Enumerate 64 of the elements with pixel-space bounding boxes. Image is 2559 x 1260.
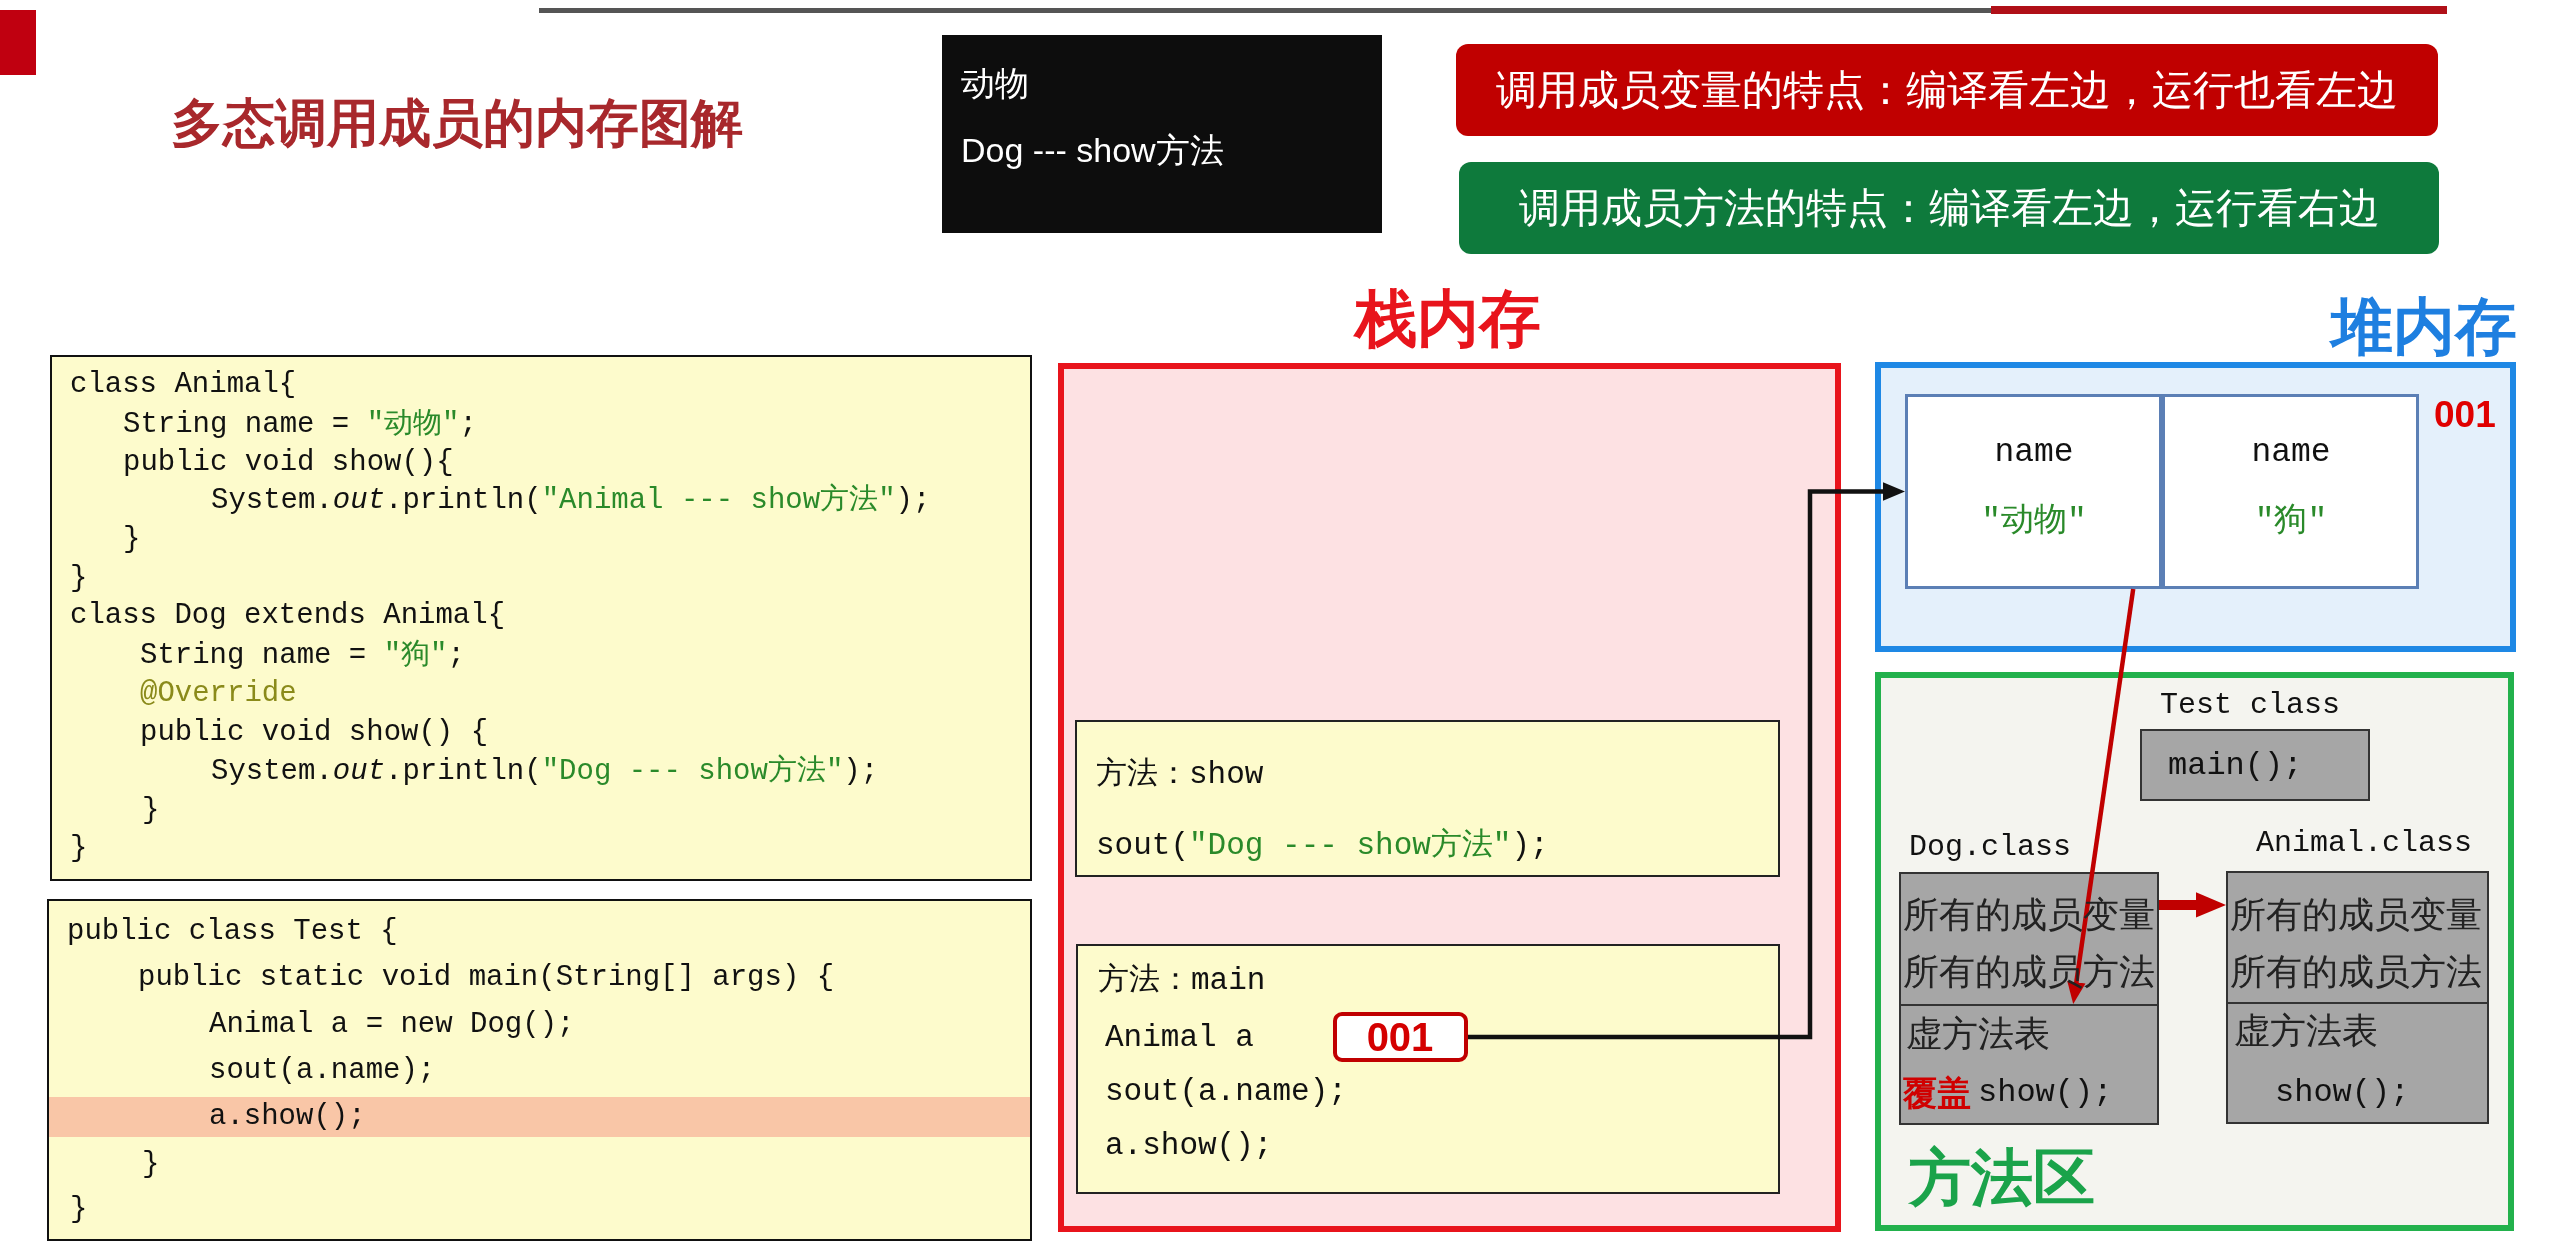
override-label: 覆盖 (1903, 1072, 1971, 1114)
banner-text: 调用成员方法的特点：编译看左边，运行看右边 (1518, 183, 2380, 233)
region-heading: 栈内存 (1355, 283, 1541, 355)
member-text: 所有的成员变量 (2230, 892, 2482, 937)
class-name: Dog.class (1909, 829, 2072, 866)
region-heading: 方法区 (1909, 1142, 2095, 1214)
code-line: Animal a = new Dog(); (209, 1007, 575, 1043)
code-line: } (70, 1192, 88, 1228)
field-value: "狗" (2254, 501, 2328, 542)
code-line: sout(a.name); (209, 1053, 436, 1089)
address-text: 001 (1366, 1014, 1434, 1061)
field-name: name (1994, 432, 2074, 473)
reference-box (1333, 1012, 1468, 1062)
code-line: System.out.println("Dog --- show方法"); (211, 754, 879, 790)
code-panel (50, 355, 1032, 881)
code-line: public static void main(String[] args) { (138, 960, 835, 996)
frame-heading: 方法：main (1098, 961, 1266, 1000)
field-cell (2162, 394, 2419, 589)
code-line: } (142, 1147, 160, 1183)
code-line: sout("Dog --- show方法"); (1096, 826, 1549, 865)
code-line: System.out.println("Animal --- show方法"); (211, 483, 931, 519)
code-line: Animal a (1105, 1018, 1254, 1057)
console-output-box (942, 35, 1382, 233)
code-line: } (70, 561, 88, 597)
code-panel (47, 899, 1032, 1241)
method-name: main(); (2168, 746, 2303, 786)
code-line: } (123, 522, 141, 558)
title: 多态调用成员的内存图解 (171, 92, 743, 154)
region-heading: 堆内存 (2331, 291, 2517, 363)
code-line: a.show(); (1105, 1126, 1273, 1165)
arrow (2067, 588, 2136, 1004)
arrow (2159, 892, 2226, 918)
field-name: name (2251, 432, 2331, 473)
code-line: @Override (140, 676, 297, 712)
note-banner (1459, 162, 2439, 254)
code-line: String name = "动物"; (123, 407, 477, 443)
stack-frame (1075, 720, 1780, 877)
banner-text: 调用成员变量的特点：编译看左边，运行也看左边 (1496, 65, 2398, 115)
field-cell (1905, 394, 2162, 589)
code-line: public class Test { (67, 914, 398, 950)
field-value: "动物" (1981, 501, 2087, 542)
method-name: show(); (2275, 1073, 2410, 1113)
code-line: } (70, 831, 88, 867)
code-line: class Animal{ (70, 367, 297, 403)
output-line: 动物 (961, 62, 1029, 104)
code-line: } (142, 793, 160, 829)
frame-heading: 方法：show (1096, 755, 1264, 794)
method-area-region (1875, 672, 2514, 1231)
output-line: Dog --- show方法 (961, 129, 1224, 171)
note-banner (1456, 44, 2438, 136)
code-line: sout(a.name); (1105, 1072, 1347, 1111)
code-line: public void show() { (140, 715, 489, 751)
table-heading: 虚方法表 (1906, 1011, 2050, 1056)
address-label: 001 (2434, 393, 2496, 437)
class-name: Test class (2160, 687, 2341, 724)
member-text: 所有的成员方法 (2230, 949, 2482, 994)
stack-frame (1076, 944, 1780, 1194)
code-line: class Dog extends Animal{ (70, 598, 506, 634)
table-heading: 虚方法表 (2234, 1008, 2378, 1053)
code-line: String name = "狗"; (140, 638, 465, 674)
method-name: show(); (1978, 1073, 2113, 1113)
arrow (1468, 482, 1905, 1040)
code-line: public void show(){ (123, 445, 454, 481)
class-name: Animal.class (2256, 825, 2473, 862)
